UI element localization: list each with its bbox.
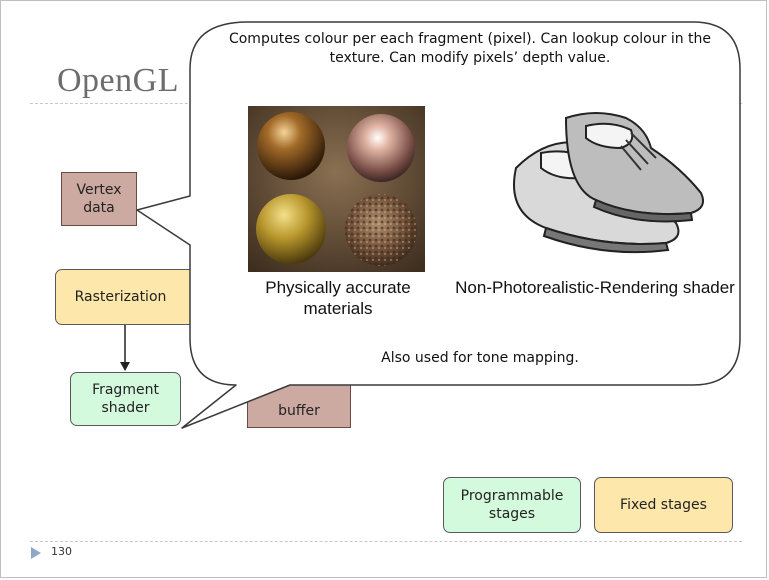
fragment-shader-box: Fragment shader — [70, 372, 181, 426]
tone-mapping-note: Also used for tone mapping. — [381, 350, 579, 366]
materials-caption: Physically accurate materials — [265, 278, 411, 319]
npr-shoes-image — [513, 112, 704, 254]
footer-divider — [30, 541, 742, 542]
slide-title: OpenGL — [57, 62, 179, 99]
arrow-head-icon — [120, 362, 130, 371]
callout-description: Computes colour per each fragment (pixel… — [228, 31, 712, 66]
vertex-data-box: Vertex data — [61, 172, 137, 226]
footer-triangle-icon — [31, 547, 41, 559]
materials-spheres-image — [248, 106, 425, 272]
rasterization-box: Rasterization — [55, 269, 200, 325]
legend-programmable-stages: Programmable stages — [443, 477, 581, 533]
legend-fixed-stages: Fixed stages — [594, 477, 733, 533]
npr-caption: Non-Photorealistic-Rendering shader — [455, 278, 735, 297]
page-number: 130 — [51, 545, 72, 558]
